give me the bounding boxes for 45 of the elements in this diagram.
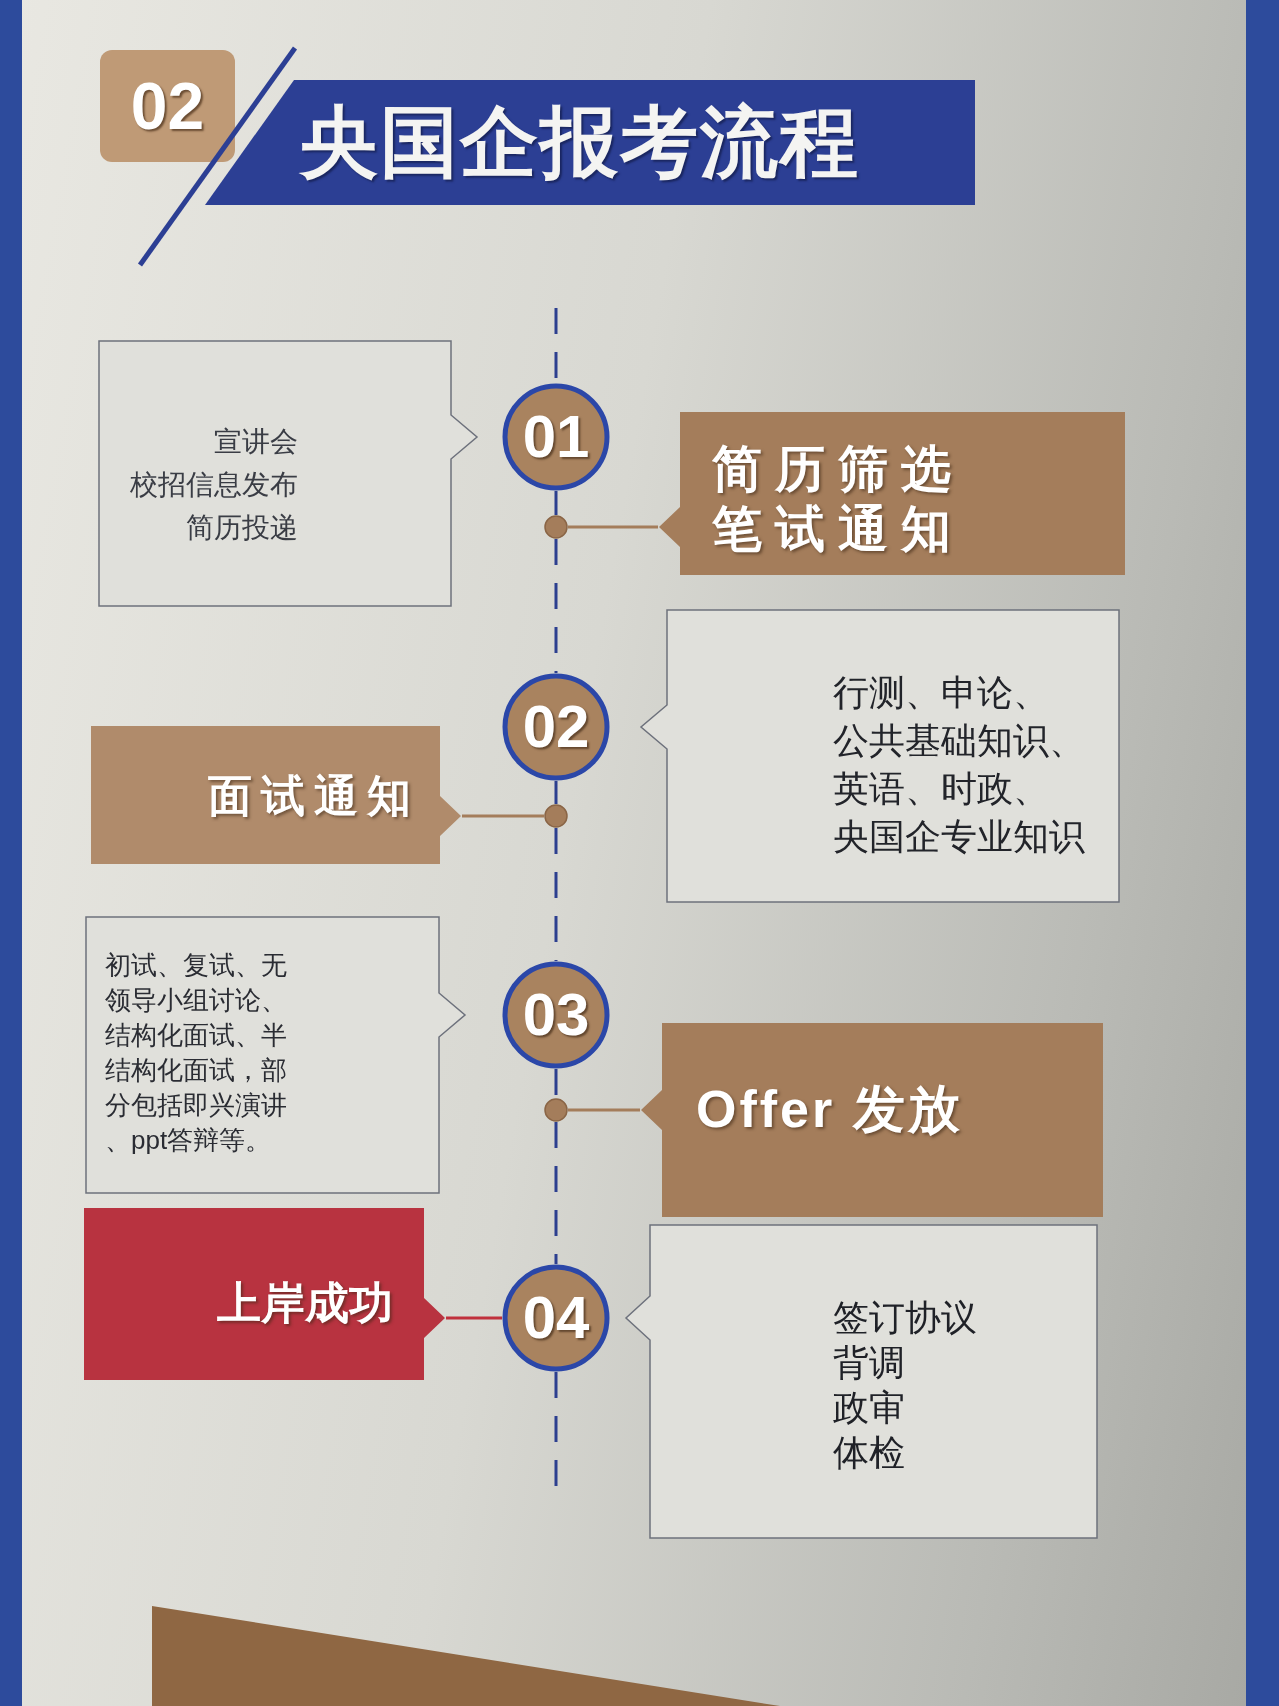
step-circle <box>502 1264 610 1372</box>
step-circle <box>502 961 610 1069</box>
step-banner <box>83 1207 446 1381</box>
callout-box <box>85 916 466 1194</box>
step-banner <box>640 1022 1104 1218</box>
number-badge: 02 <box>100 50 235 162</box>
connector-line <box>568 525 658 529</box>
banner-text: 上岸成功 <box>217 1277 393 1329</box>
banner-text: 笔试通知 <box>712 500 964 559</box>
callout-text: 背调 <box>833 1341 905 1385</box>
timeline-dot <box>544 515 568 539</box>
callout-box <box>98 340 478 607</box>
step-circle <box>502 383 610 491</box>
timeline-dot <box>544 804 568 828</box>
timeline-segment <box>554 491 558 515</box>
timeline-segment <box>554 781 558 804</box>
timeline-dot <box>544 1098 568 1122</box>
step-number: 01 <box>522 405 590 469</box>
connector-line <box>446 1316 502 1320</box>
step-number: 02 <box>522 695 590 759</box>
callout-text: 宣讲会 <box>214 425 298 459</box>
callout-text: 签订协议 <box>833 1296 977 1340</box>
callout-box <box>640 609 1120 903</box>
callout-text: 行测、申论、公共基础知识、英语、时政、央国企专业知识 <box>833 671 1086 859</box>
callout-text: 初试、复试、无领导小组讨论、结构化面试、半结构化面试，部分包括即兴演讲、ppt答辩等。 <box>105 949 288 1157</box>
callout-box <box>625 1224 1098 1539</box>
title-text: 央国企报考流程 <box>300 97 860 187</box>
connector-line <box>568 1108 640 1112</box>
callout-text: 校招信息发布 <box>130 468 298 502</box>
timeline-segment <box>554 828 558 961</box>
step-number: 04 <box>522 1286 590 1350</box>
step-banner <box>90 725 462 865</box>
callout-text: 简历投递 <box>186 511 298 545</box>
step-number: 03 <box>522 983 590 1047</box>
timeline-segment <box>554 1069 558 1098</box>
timeline-segment <box>554 1122 558 1264</box>
timeline-segment <box>554 539 558 673</box>
banner-text: 简历筛选 <box>712 440 964 499</box>
banner-text: 面试通知 <box>208 770 420 822</box>
connector-line <box>462 814 544 818</box>
step-circle <box>502 673 610 781</box>
step-banner <box>658 411 1126 576</box>
banner-text: Offer 发放 <box>696 1079 963 1140</box>
callout-text: 政审 <box>833 1386 905 1430</box>
callout-text: 体检 <box>833 1431 905 1475</box>
